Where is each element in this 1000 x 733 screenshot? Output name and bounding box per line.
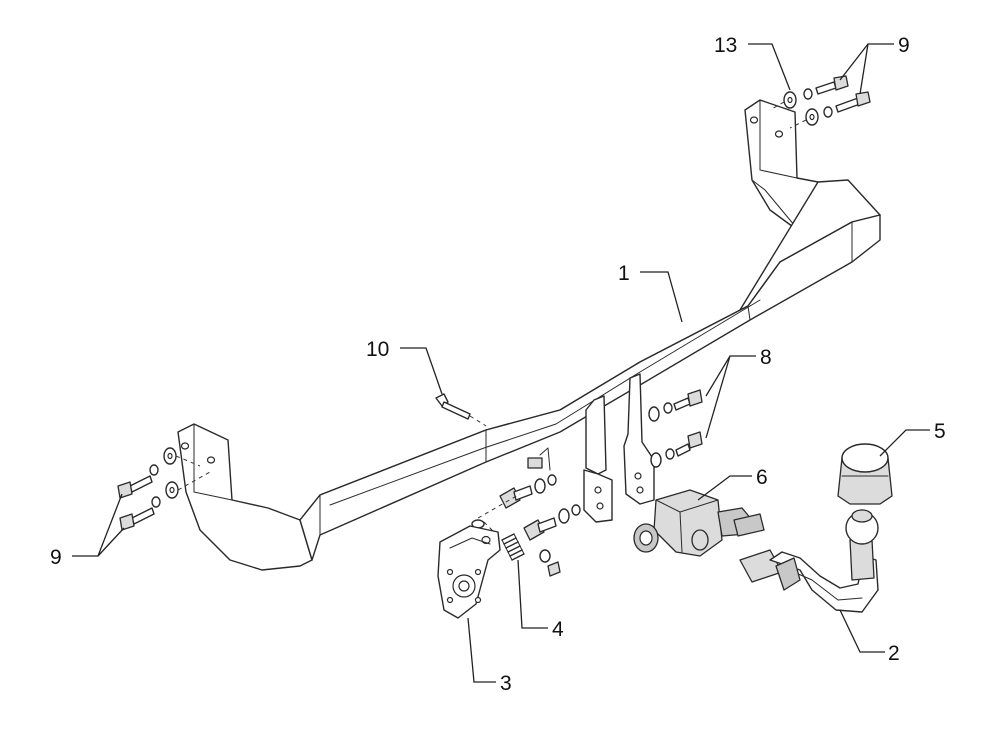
callout-leaders [72, 43, 930, 683]
callout-13: 13 [714, 34, 737, 57]
callout-3: 3 [500, 672, 512, 695]
callout-6: 6 [756, 466, 768, 489]
bolt-set-8 [648, 389, 703, 468]
bolt-part-10 [435, 393, 487, 427]
callout-9-left: 9 [50, 546, 62, 569]
bolt-set-9-top [769, 75, 871, 129]
callout-5: 5 [934, 420, 946, 443]
callout-10: 10 [366, 338, 389, 361]
callout-9-top: 9 [898, 34, 910, 57]
main-cross-beam [299, 179, 881, 561]
ball-cap-part-5 [837, 443, 893, 505]
coupling-housing-part-6 [633, 489, 765, 557]
left-mounting-bracket [177, 423, 313, 571]
callout-4: 4 [552, 618, 564, 641]
bolt-set-9-left [117, 447, 211, 531]
tow-ball-neck-part-2 [739, 509, 879, 613]
socket-plate-part-3 [437, 525, 501, 619]
callout-1: 1 [618, 262, 630, 285]
callout-2: 2 [888, 642, 900, 665]
hitch-mount-plates [527, 373, 655, 523]
callout-8: 8 [760, 346, 772, 369]
bolt-set-center [499, 474, 581, 577]
